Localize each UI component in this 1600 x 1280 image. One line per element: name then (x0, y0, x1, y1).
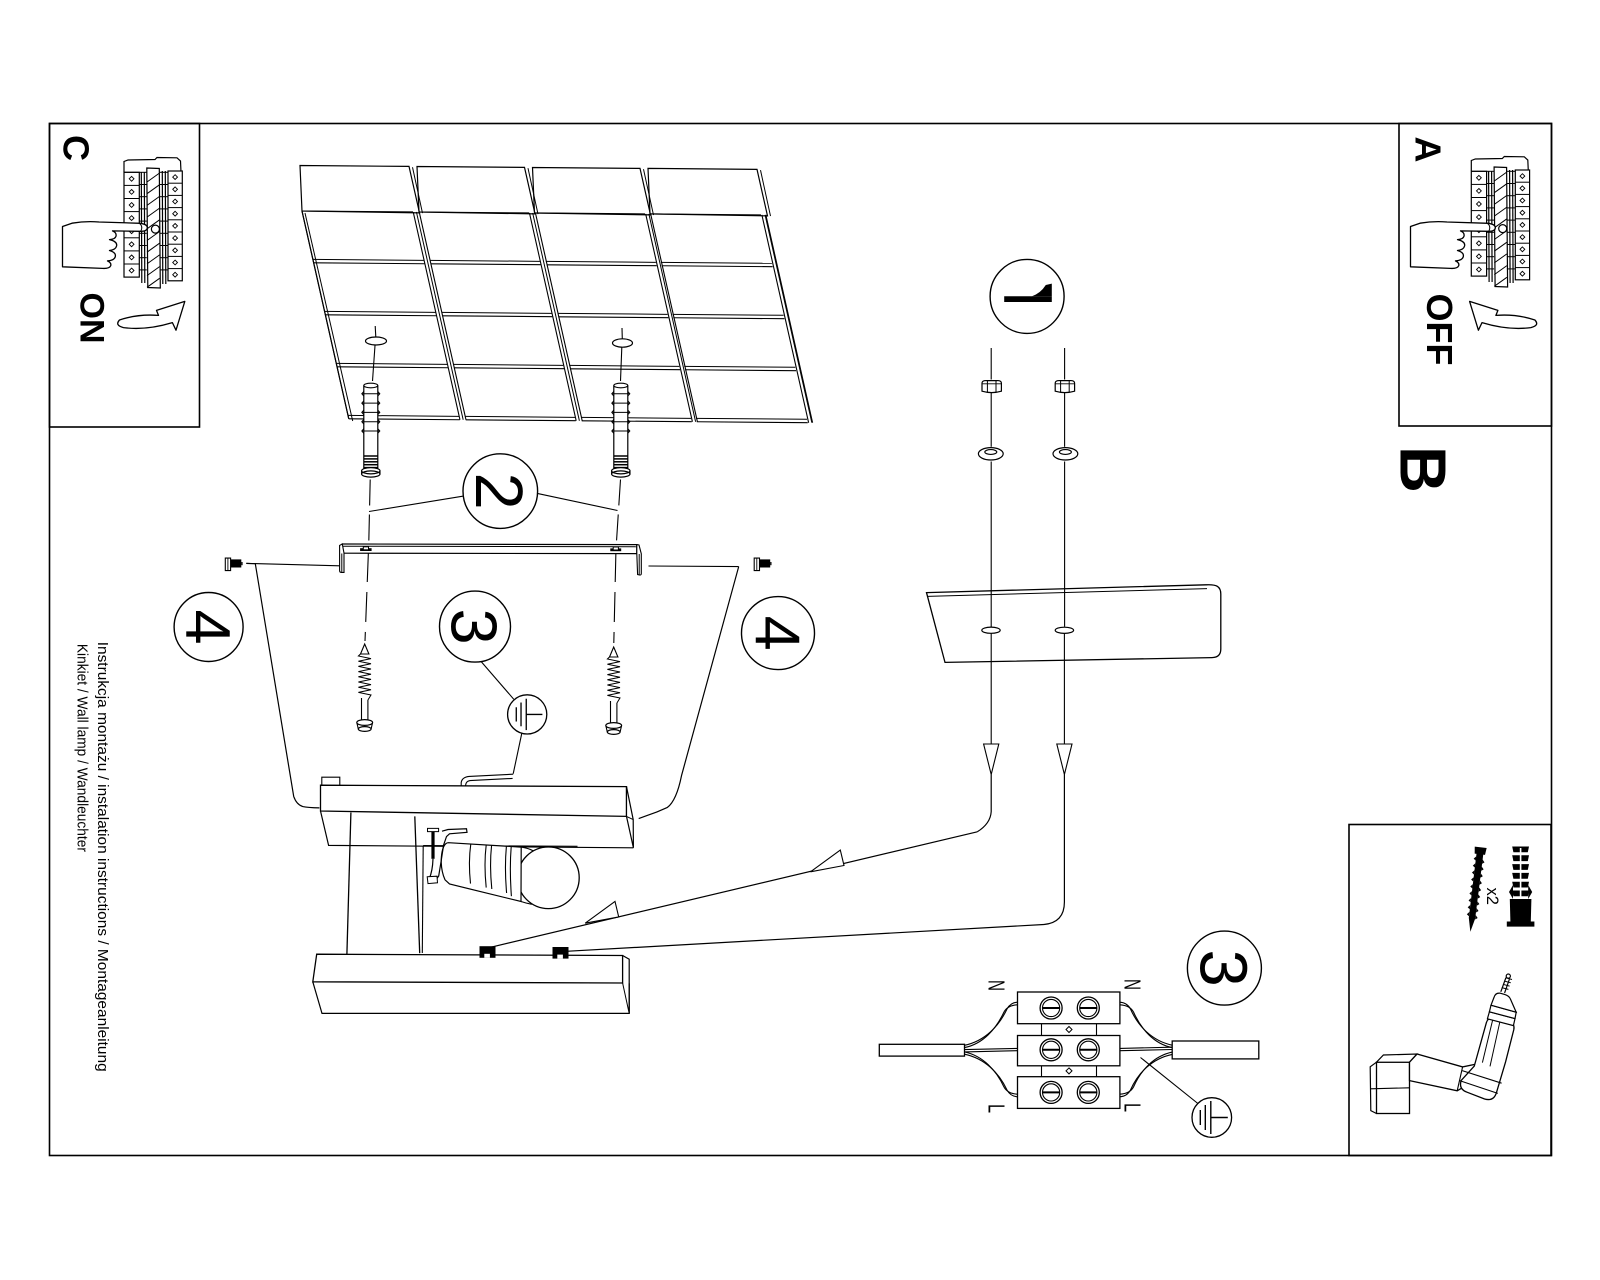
svg-text:x2: x2 (1483, 888, 1501, 905)
svg-text:B: B (1387, 446, 1460, 493)
svg-text:3: 3 (438, 609, 511, 645)
svg-text:Kinkiet / Wall lamp / Wandleuc: Kinkiet / Wall lamp / Wandleuchter (74, 644, 91, 852)
svg-text:OFF: OFF (1419, 294, 1460, 366)
svg-text:N: N (984, 980, 1010, 991)
svg-text:ON: ON (73, 293, 111, 344)
svg-text:L: L (984, 1104, 1010, 1113)
svg-text:2: 2 (461, 472, 536, 509)
svg-text:L: L (1120, 1103, 1146, 1112)
svg-text:3: 3 (1185, 949, 1260, 986)
svg-text:A: A (1408, 137, 1449, 163)
svg-text:Instrukcja montażu / instalati: Instrukcja montażu / instalation instruc… (94, 642, 111, 1072)
svg-text:C: C (56, 135, 97, 161)
svg-text:4: 4 (741, 616, 811, 651)
svg-text:N: N (1120, 979, 1146, 990)
svg-text:4: 4 (172, 609, 242, 644)
